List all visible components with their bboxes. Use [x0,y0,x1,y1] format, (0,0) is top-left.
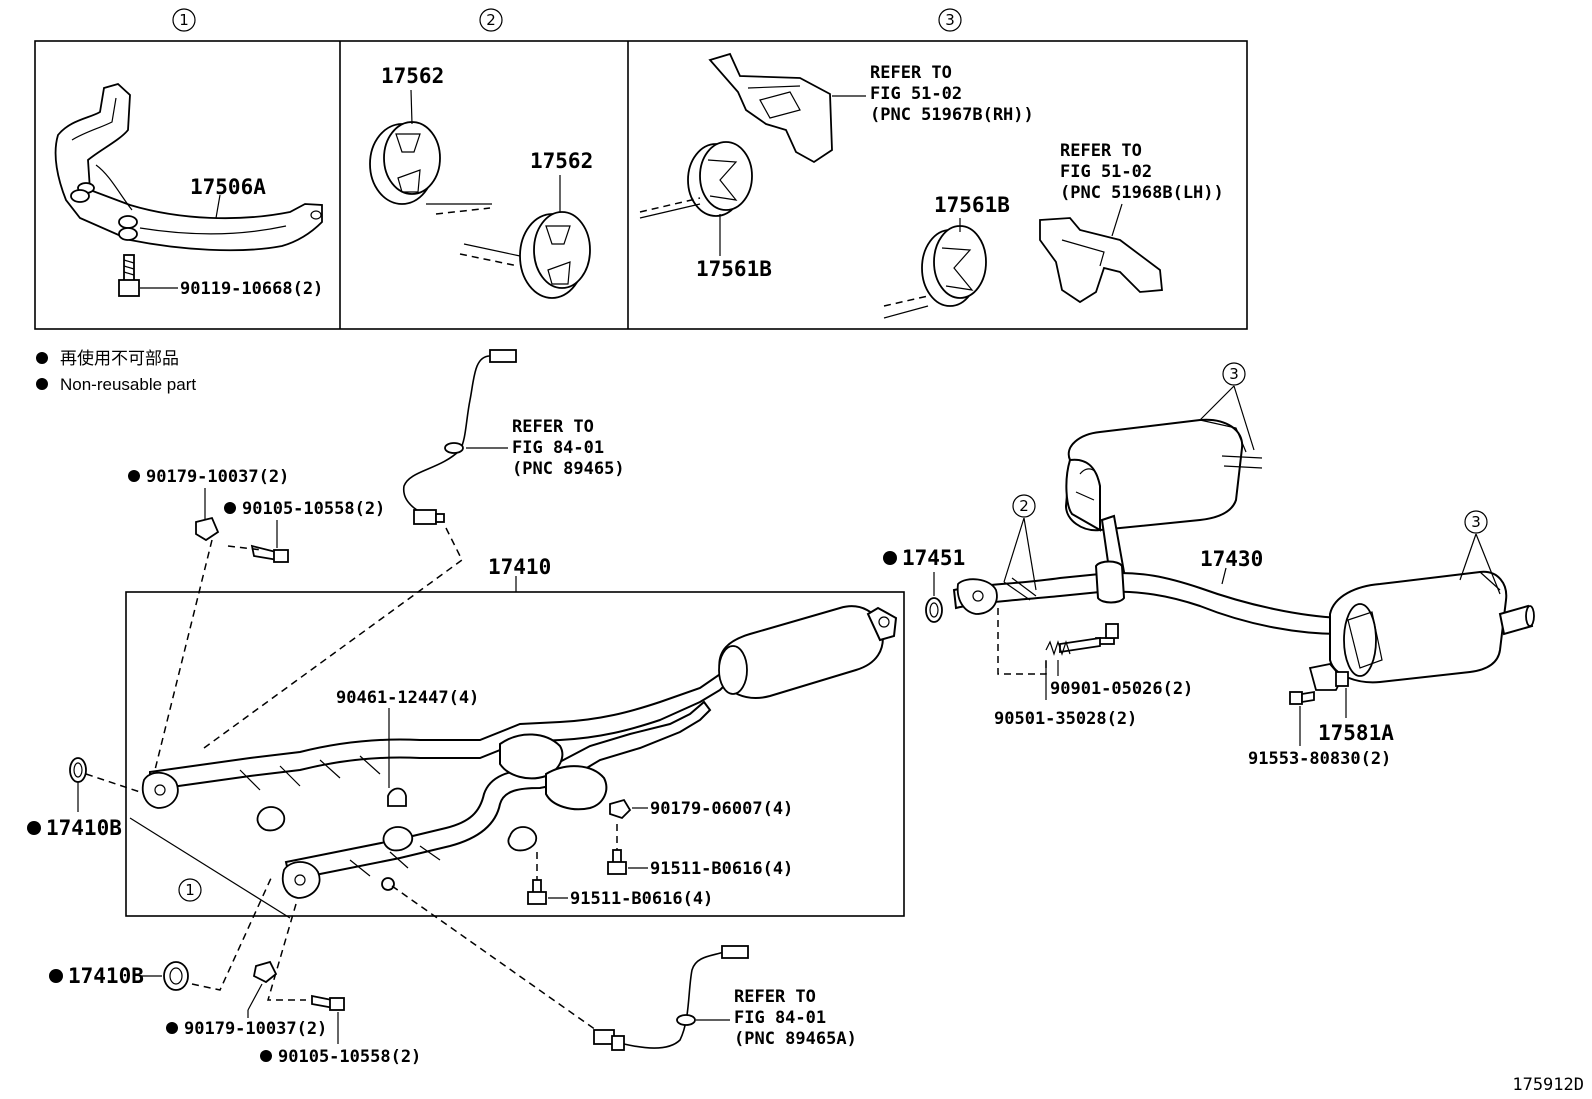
svg-text:3: 3 [1229,365,1239,383]
legend-en: Non-reusable part [60,375,196,394]
inset-boxes [34,40,1248,330]
hanger-17562b-drawing [459,211,591,299]
circle-1-main: 1 [185,881,195,899]
label-gasket-b: 17410B [68,964,144,988]
gasket-a-drawing [69,757,87,783]
label-91553-80830: 91553-80830(2) [1248,749,1391,769]
spring-drawing [1045,640,1071,656]
bolt-a-drawing [607,849,627,875]
label-nut-bot: 90179-10037(2) [184,1019,327,1039]
bracket-lh-drawing [1039,217,1163,304]
refer-sensor-bot-1: REFER TO [734,987,816,1007]
circle-3-main-a: 3 [1199,362,1255,451]
svg-text:3: 3 [1471,513,1481,531]
refer-sensor-top-3: (PNC 89465) [512,459,625,479]
label-stud-bot: 90105-10558(2) [278,1047,421,1067]
label-17410: 17410 [488,555,551,579]
label-17561b-a: 17561B [696,257,772,281]
nut-mid-drawing [609,798,632,820]
bolt-tail-drawing [1059,623,1119,654]
hanger-17562a-drawing [369,121,492,215]
refer-lh-line2: FIG 51-02 [1060,162,1152,182]
stud-top-drawing [250,544,289,563]
label-90119-10668: 90119-10668(2) [180,279,323,299]
valve-17581a-drawing [1308,663,1349,691]
legend-jp: 再使用不可部品 [60,348,179,368]
refer-rh-line1: REFER TO [870,63,952,83]
o2-sensor-bottom-drawing [593,945,749,1051]
label-90901-05026: 90901-05026(2) [1050,679,1193,699]
refer-rh-line3: (PNC 51967B(RH)) [870,105,1034,125]
label-clamp: 90461-12447(4) [336,688,479,708]
circle-3-main-b: 3 [1459,510,1501,595]
front-pipe-box [125,591,905,917]
circle-2-main: 2 [1003,494,1037,591]
inset-number-2: 2 [479,8,503,32]
nut-bot-drawing [252,960,278,984]
figure-id: 175912D [1512,1075,1584,1095]
gasket-b-drawing [163,961,189,991]
label-bolt-b: 91511-B0616(4) [570,889,713,909]
o2-sensor-top-drawing [402,349,517,525]
front-pipe-drawing [141,605,898,899]
refer-sensor-top-1: REFER TO [512,417,594,437]
label-17561b-b: 17561B [934,193,1010,217]
svg-text:2: 2 [1019,497,1029,515]
label-17451: 17451 [902,546,965,570]
refer-sensor-bot-2: FIG 84-01 [734,1008,826,1028]
inset-number-1: 1 [172,8,196,32]
clamp-drawings [256,787,538,852]
screw-drawing [1289,690,1315,705]
bolt-b-drawing [527,879,547,905]
label-17562-b: 17562 [530,149,593,173]
label-bolt-a: 91511-B0616(4) [650,859,793,879]
hanger-17561b-b-drawing [883,225,987,319]
label-17562-a: 17562 [381,64,444,88]
bracket-rh-drawing [708,52,833,164]
stud-bot-drawing [311,994,345,1011]
legend: 再使用不可部品 Non-reusable part [36,348,196,394]
refer-rh-line2: FIG 51-02 [870,84,962,104]
label-90501-35028: 90501-35028(2) [994,709,1137,729]
refer-lh-line1: REFER TO [1060,141,1142,161]
tail-pipe-drawing [952,418,1535,684]
refer-lh-line3: (PNC 51968B(LH)) [1060,183,1224,203]
refer-sensor-top-2: FIG 84-01 [512,438,604,458]
inset-number-3: 3 [938,8,962,32]
svg-text:2: 2 [486,11,496,29]
label-17581a: 17581A [1318,721,1394,745]
label-17506a: 17506A [190,175,266,199]
label-stud-top: 90105-10558(2) [242,499,385,519]
label-nut-top: 90179-10037(2) [146,467,289,487]
label-17430: 17430 [1200,547,1263,571]
gasket-17451-drawing [925,597,943,623]
svg-text:1: 1 [179,11,189,29]
label-nut-mid: 90179-06007(4) [650,799,793,819]
svg-text:3: 3 [945,11,955,29]
label-gasket-a: 17410B [46,816,122,840]
bolt-90119-drawing [118,254,140,297]
refer-sensor-bot-3: (PNC 89465A) [734,1029,857,1049]
bracket-17506a-drawing [54,82,323,252]
hanger-17561b-a-drawing [639,141,753,219]
